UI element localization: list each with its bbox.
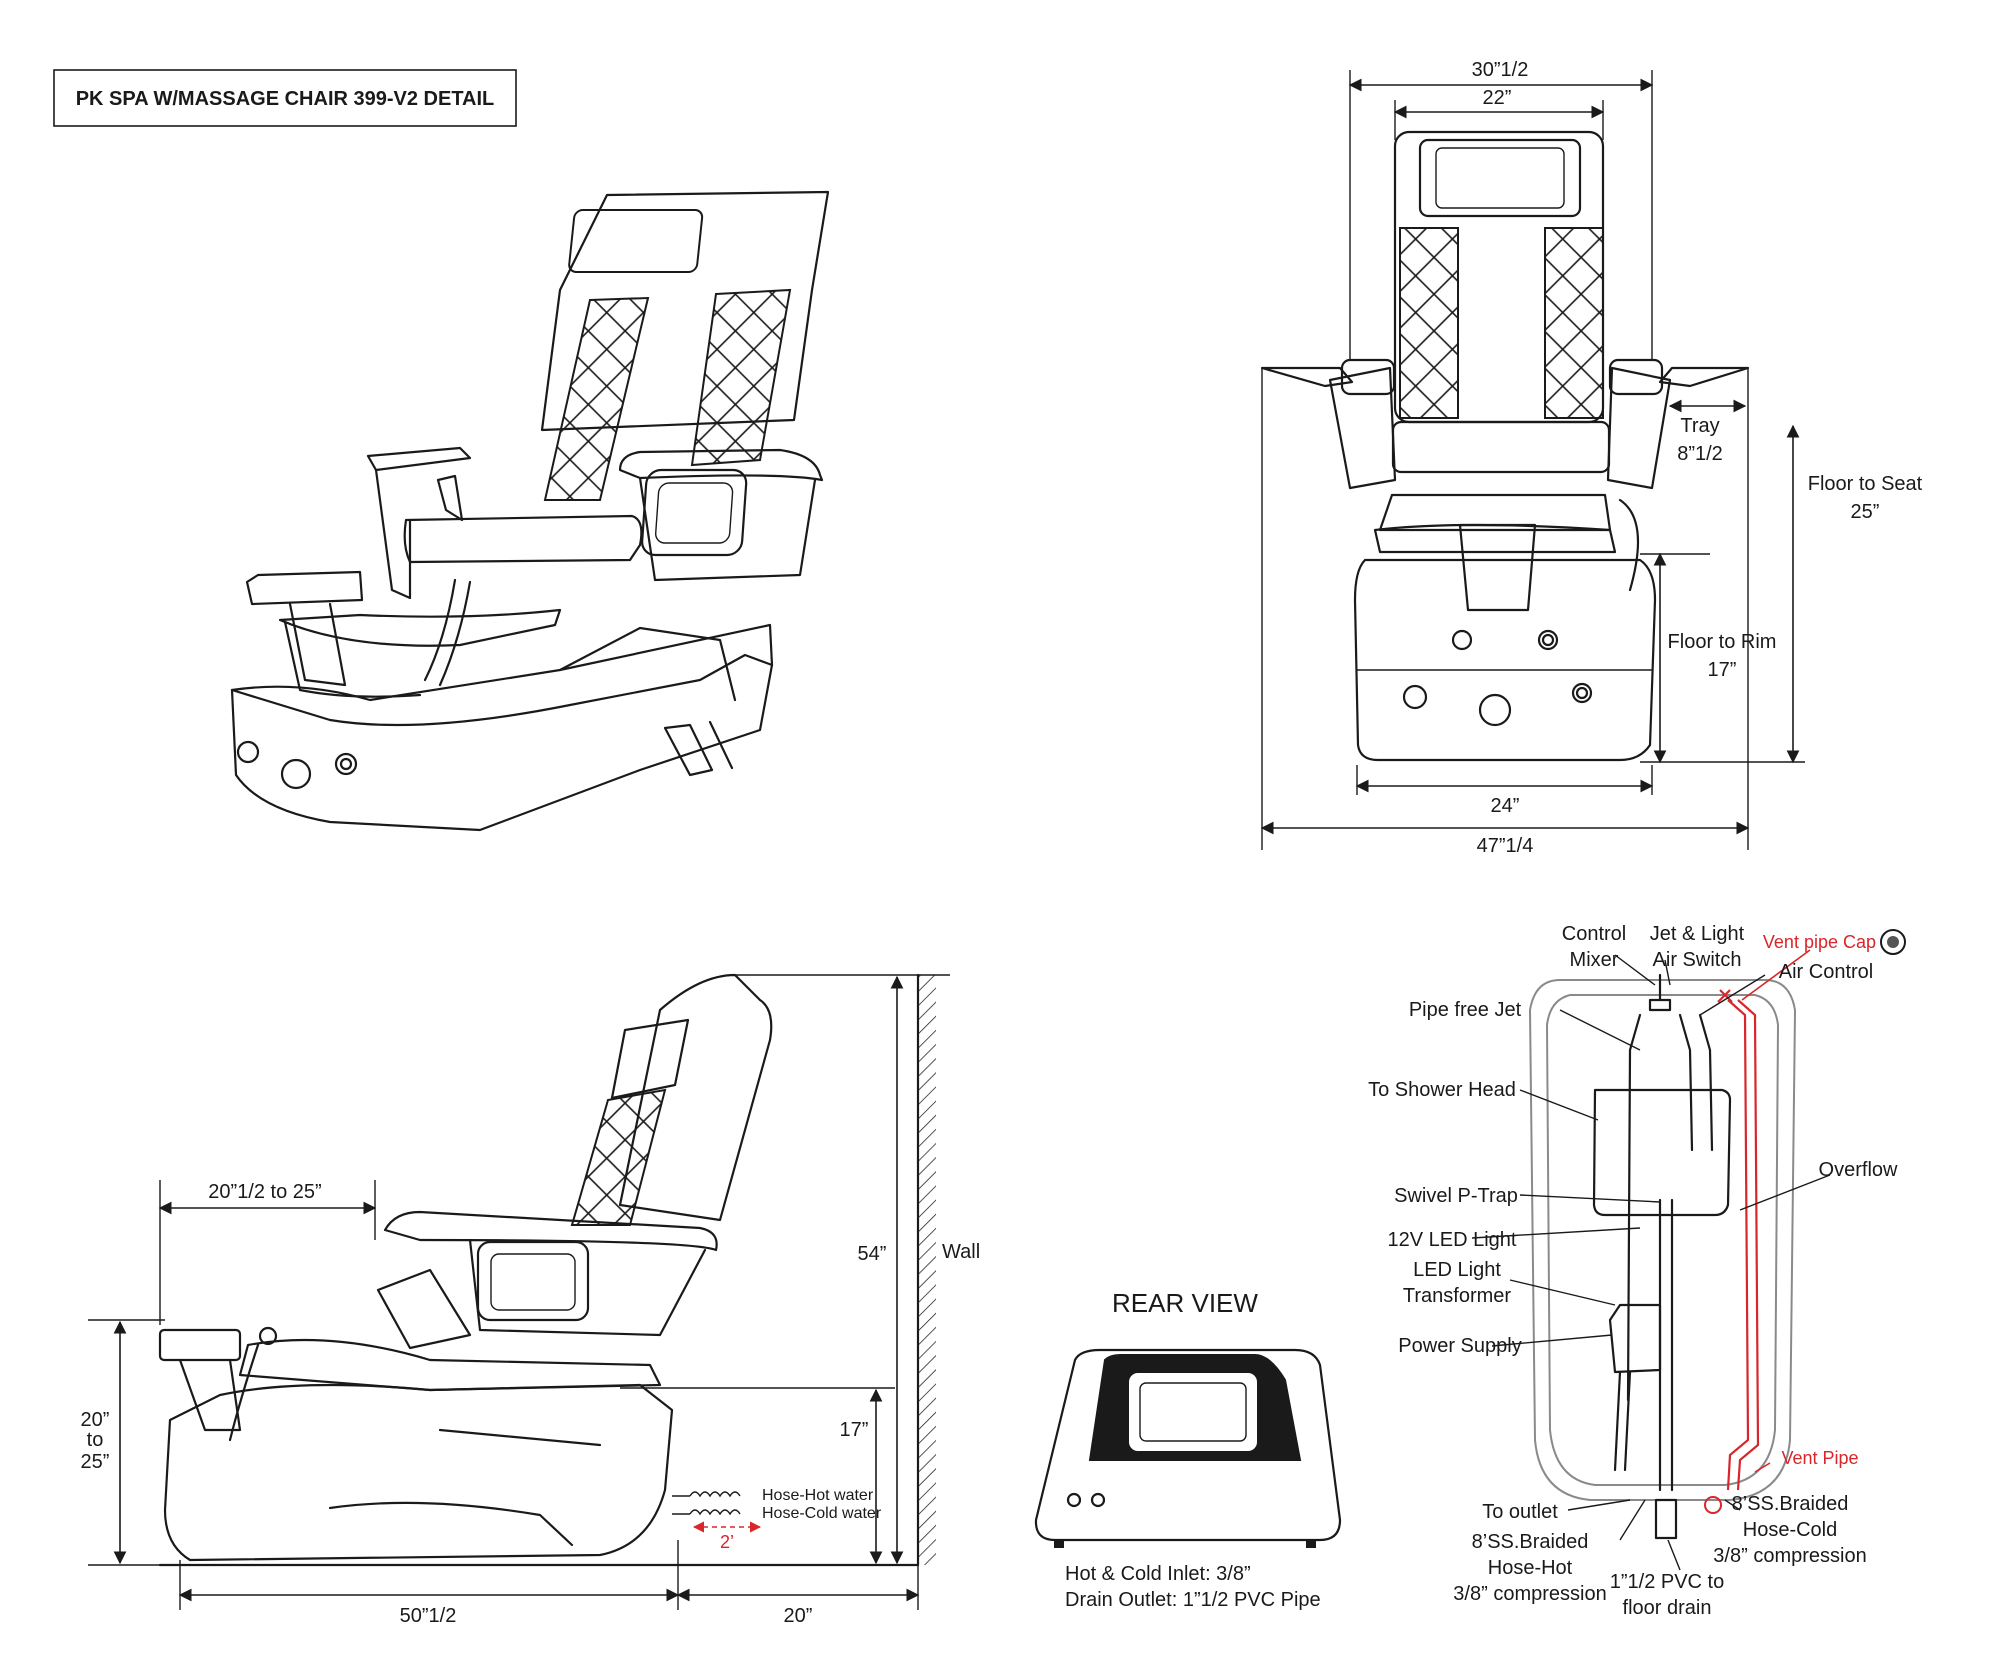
dim-foot-height-1: 20” <box>81 1409 110 1431</box>
dim-seat-label: Floor to Seat <box>1808 473 1923 495</box>
dim-footrest: 20”1/2 to 25” <box>208 1181 321 1203</box>
dim-tray-value: 8”1/2 <box>1677 443 1723 465</box>
vent-cap-icon <box>1880 929 1906 955</box>
rear-view-title: REAR VIEW <box>1112 1288 1258 1318</box>
label-hot-2: Hose-Hot <box>1488 1557 1573 1579</box>
rear-view: REAR VIEW Hot & Cold Inlet: 3/8” Drain O… <box>1034 1288 1342 1611</box>
label-ptrap: Swivel P-Trap <box>1394 1185 1518 1207</box>
label-shower-head: To Shower Head <box>1368 1079 1516 1101</box>
label-vent-pipe: Vent Pipe <box>1781 1448 1858 1468</box>
label-pvc-2: floor drain <box>1623 1597 1712 1619</box>
label-control-2: Mixer <box>1570 949 1619 971</box>
dim-rim-label: Floor to Rim <box>1668 631 1777 653</box>
label-cold-2: Hose-Cold <box>1743 1519 1837 1541</box>
rear-inlet-text: Hot & Cold Inlet: 3/8” <box>1065 1563 1251 1585</box>
label-led-transformer-2: Transformer <box>1403 1285 1512 1307</box>
label-overflow: Overflow <box>1819 1159 1898 1181</box>
dim-height: 54” <box>858 1243 887 1265</box>
dim-inner-top: 22” <box>1483 87 1512 109</box>
label-jet-2: Air Switch <box>1653 949 1742 971</box>
perspective-view <box>230 190 830 832</box>
hose-cold-label: Hose-Cold water <box>762 1505 882 1522</box>
dim-base-width: 24” <box>1491 795 1520 817</box>
hose-hot-label: Hose-Hot water <box>762 1487 874 1504</box>
dim-foot-height-2: to <box>87 1429 104 1451</box>
dim-seat-value: 25” <box>1851 501 1880 523</box>
label-air-control: Air Control <box>1779 961 1873 983</box>
wall-label: Wall <box>942 1241 980 1263</box>
label-pvc-1: 1”1/2 PVC to <box>1610 1571 1725 1593</box>
dim-overall-top: 30”1/2 <box>1472 59 1529 81</box>
page-title: PK SPA W/MASSAGE CHAIR 399-V2 DETAIL <box>76 88 495 110</box>
dim-foot-height-3: 25” <box>81 1451 110 1473</box>
title-block: PK SPA W/MASSAGE CHAIR 399-V2 DETAIL <box>53 69 517 127</box>
label-control-1: Control <box>1562 923 1626 945</box>
label-led-transformer-1: LED Light <box>1413 1259 1501 1281</box>
label-pipe-free-jet: Pipe free Jet <box>1409 999 1522 1021</box>
dim-tray-label: Tray <box>1680 415 1719 437</box>
side-view: Wall 54” 17” 20” <box>81 973 980 1627</box>
plumbing-diagram: Control Mixer Jet & Light Air Switch Ven… <box>1368 923 1906 1619</box>
label-led-light: 12V LED Light <box>1388 1229 1517 1251</box>
dim-rim-value: 17” <box>1708 659 1737 681</box>
rear-drain-text: Drain Outlet: 1”1/2 PVC Pipe <box>1065 1589 1321 1611</box>
dim-overall-width: 47”1/4 <box>1477 835 1534 857</box>
label-hot-3: 3/8” compression <box>1453 1583 1606 1605</box>
label-hot-1: 8’SS.Braided <box>1472 1531 1589 1553</box>
dim-rim-side: 17” <box>840 1419 869 1441</box>
label-cold-3: 3/8” compression <box>1713 1545 1866 1567</box>
label-jet-1: Jet & Light <box>1650 923 1745 945</box>
label-power-supply: Power Supply <box>1398 1335 1521 1357</box>
label-to-outlet: To outlet <box>1482 1501 1558 1523</box>
dim-wall-gap: 20” <box>784 1605 813 1627</box>
label-vent-cap: Vent pipe Cap <box>1763 932 1876 952</box>
dim-length: 50”1/2 <box>400 1605 457 1627</box>
hose-gap-label: 2’ <box>720 1532 734 1552</box>
label-cold-1: 8’SS.Braided <box>1732 1493 1849 1515</box>
front-view: 30”1/2 22” <box>1260 59 1923 857</box>
